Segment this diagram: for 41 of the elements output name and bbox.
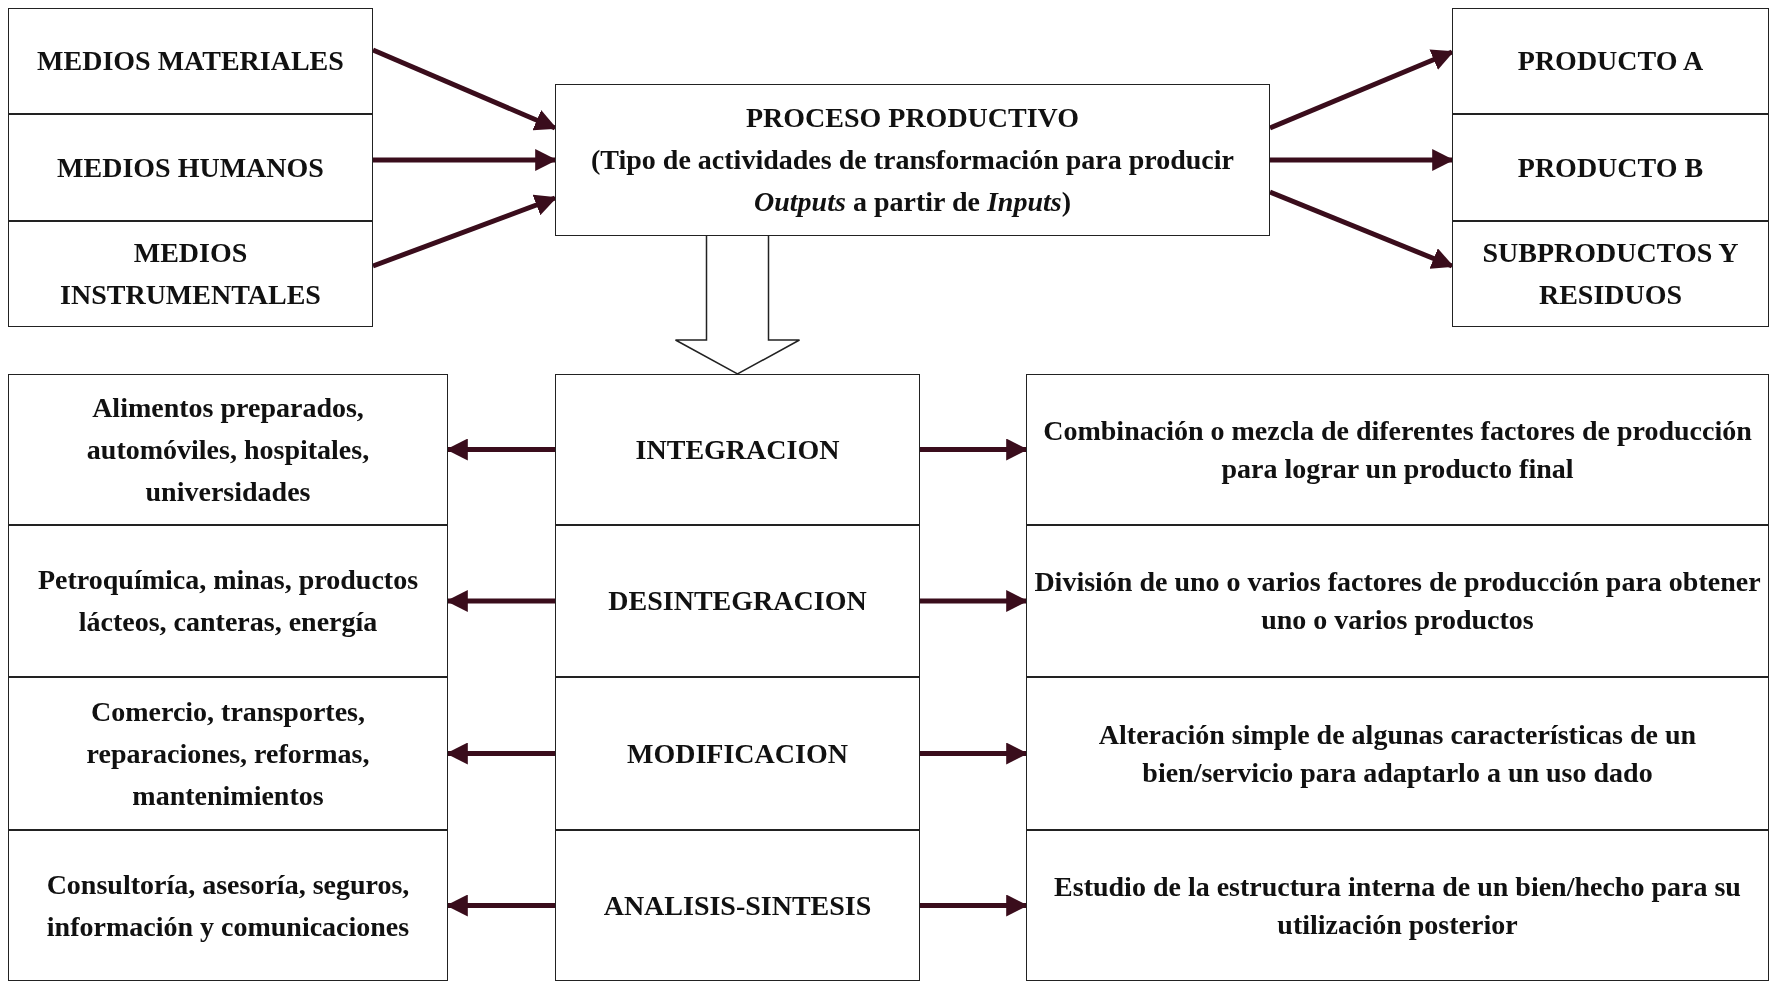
box-label: INTEGRACION	[634, 432, 841, 467]
box-label: MEDIOS MATERIALES	[36, 44, 345, 78]
box-label: MODIFICACION	[626, 736, 849, 771]
text-box	[8, 525, 448, 677]
box-label: SUBPRODUCTOS Y RESIDUOS	[1481, 236, 1740, 312]
box-label: Estudio de la estructura interna de un bien/hecho para su utilización posterior	[1053, 869, 1742, 942]
box-label: Petroquímica, minas, productos lácteos, canteras, energía	[36, 563, 420, 639]
text-box	[555, 677, 920, 830]
text-box	[8, 221, 373, 327]
box-label: Alteración simple de algunas características de un bien/servicio para adaptarlo a un uso dado	[1097, 717, 1698, 790]
text-box	[8, 677, 448, 830]
box-label: Combinación o mezcla de diferentes factores de producción para lograr un producto final	[1042, 413, 1753, 486]
text-box	[555, 374, 920, 525]
box-label: Alimentos preparados, automóviles, hospitales, universidades	[85, 390, 371, 509]
text-box	[8, 830, 448, 981]
box-label: Consultoría, asesoría, seguros, información y comunicaciones	[45, 867, 411, 944]
box-label: PRODUCTO B	[1516, 150, 1705, 185]
box-label: PRODUCTO A	[1516, 44, 1705, 78]
arrow	[372, 47, 557, 131]
box-label: MEDIOS HUMANOS	[56, 150, 325, 185]
box-label: DESINTEGRACION	[607, 584, 868, 618]
box-label: Comercio, transportes, reparaciones, reformas, mantenimientos	[85, 694, 371, 813]
block-arrow	[674, 235, 801, 375]
box-label: MEDIOS INSTRUMENTALES	[59, 236, 322, 312]
box-label: División de uno o varios factores de producción para obtener uno o varios productos	[1033, 565, 1762, 637]
text-box	[1026, 830, 1769, 981]
text-box	[1452, 114, 1769, 221]
box-label: (Tipo de actividades de transformación para producir Outputs a partir de Inputs)	[590, 143, 1235, 219]
text-box	[1026, 677, 1769, 830]
text-box	[555, 525, 920, 677]
text-box	[555, 84, 1270, 236]
text-box	[1452, 8, 1769, 114]
box-heading: PROCESO PRODUCTIVO	[744, 101, 1081, 135]
box-label: ANALISIS-SINTESIS	[602, 888, 873, 923]
text-box	[555, 830, 920, 981]
text-box	[8, 374, 448, 525]
text-box	[8, 8, 373, 114]
text-box	[8, 114, 373, 221]
text-box	[1026, 525, 1769, 677]
text-box	[1026, 374, 1769, 525]
text-box	[1452, 221, 1769, 327]
